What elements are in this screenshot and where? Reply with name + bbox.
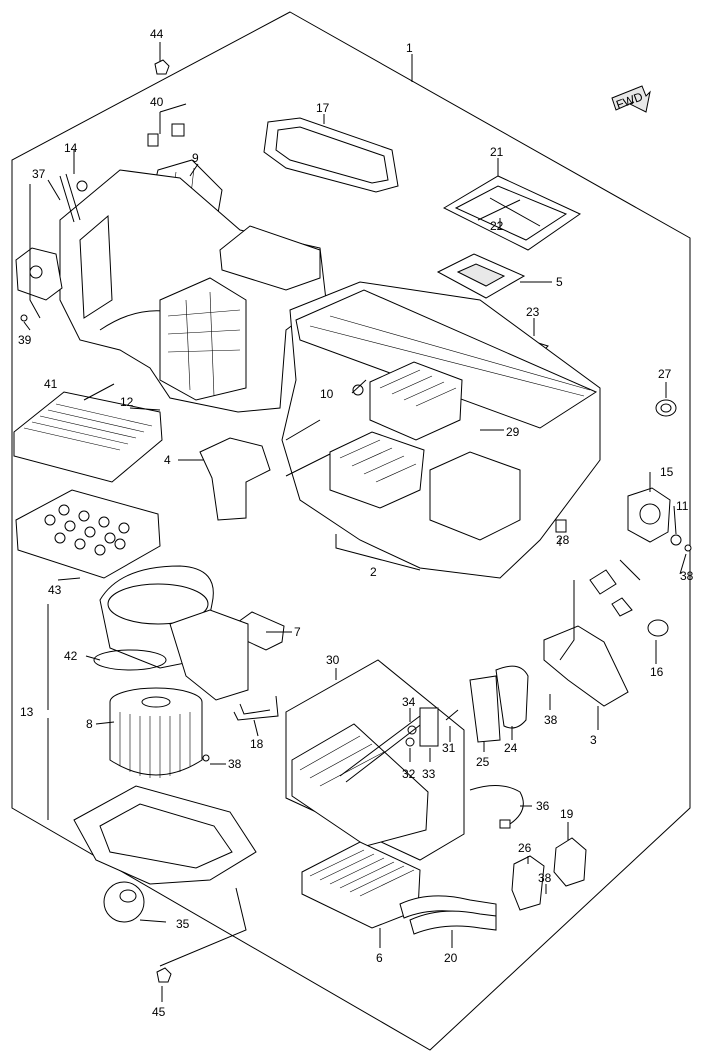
callout-35: 35 [176,917,190,931]
part-26-bracket [511,855,545,911]
part-12-intake-case [59,169,327,413]
part-17-seal-gasket [263,117,399,193]
callout-38-blower: 38 [228,757,242,771]
part-10-clip [352,384,364,396]
callout-38-bracket: 38 [538,871,552,885]
callout-25: 25 [476,755,490,769]
callout-17: 17 [316,101,330,115]
leader-lines [23,42,687,1002]
part-43-filter-tray [15,489,161,579]
callout-41: 41 [44,377,58,391]
callout-1: 1 [406,41,413,55]
part-25-seal [469,675,501,743]
callout-18: 18 [250,737,264,751]
callout-3: 3 [590,733,597,747]
part-21-duct-frame [442,175,582,251]
part-28-clip [555,519,567,533]
part-20-heater-pipes [399,895,497,935]
part-42-seal-ring [93,649,167,671]
callout-10: 10 [320,387,334,401]
assembly-boundary [11,11,691,1051]
part-8-blower-fan [109,687,203,778]
part-30-evaporator-group [285,659,465,861]
callout-42: 42 [64,649,78,663]
callout-19: 19 [560,807,574,821]
callout-31: 31 [442,741,456,755]
part-6-heater-core [301,841,421,929]
part-35-drain [103,881,145,923]
part-38-screw-icon [684,544,692,552]
callout-23: 23 [526,305,540,319]
callout-36: 36 [536,799,550,813]
part-33-expansion-valve [419,707,439,747]
part-27-grommet [655,399,677,417]
callout-4: 4 [164,453,171,467]
callout-40: 40 [150,95,164,109]
part-5-pad [436,253,526,299]
part-39-screw-icon [20,314,28,322]
part-44-nut-icon [154,59,170,75]
callout-44: 44 [150,27,164,41]
callout-45: 45 [152,1005,166,1019]
part-11-clip [670,534,682,546]
callout-30: 30 [326,653,340,667]
part-19-damper [553,837,587,887]
part-36-sensor [469,785,524,829]
callout-38-upper-right: 38 [680,569,694,583]
part-45-nut-icon [156,967,172,983]
part-18-bracket [233,695,279,721]
part-3-side-cover [543,625,629,707]
part-14-link [59,173,88,223]
callout-37: 37 [32,167,46,181]
part-13-blower-housing-upper [99,565,249,701]
callout-9: 9 [192,151,199,165]
callout-11: 11 [676,499,689,513]
part-40-clips [147,123,185,147]
callout-15: 15 [660,465,674,479]
part-15-mode-actuator [627,487,671,543]
callout-8: 8 [86,717,93,731]
callout-34: 34 [402,695,416,709]
callout-38-cover: 38 [544,713,558,727]
callout-24: 24 [504,741,518,755]
callout-2: 2 [370,565,377,579]
part-blower-housing-lower [73,785,257,885]
callout-labels: 1 44 40 17 9 14 37 21 22 5 23 39 27 41 1… [18,27,694,1019]
callout-16: 16 [650,665,664,679]
callout-32: 32 [402,767,416,781]
callout-29: 29 [506,425,520,439]
part-38-screw-blower-icon [202,754,210,762]
callout-33: 33 [422,767,436,781]
part-34-oring [407,725,417,735]
callout-26: 26 [518,841,532,855]
part-31-bolt-icon [445,709,459,721]
callout-5: 5 [556,275,563,289]
callout-21: 21 [490,145,504,159]
part-2-heater-unit [281,281,601,579]
callout-28: 28 [556,533,570,547]
callout-13: 13 [20,705,34,719]
part-37-actuator [15,247,63,301]
front-direction-arrow-icon: FWD [611,85,651,113]
callout-6: 6 [376,951,383,965]
callout-12: 12 [120,395,134,409]
part-4-bracket [199,437,271,521]
callout-22: 22 [490,219,504,233]
part-41-air-filter [13,391,163,483]
part-24-seal [495,665,529,729]
callout-7: 7 [294,625,301,639]
callout-27: 27 [658,367,672,381]
callout-14: 14 [64,141,78,155]
part-32-oring [405,737,415,747]
callout-43: 43 [48,583,62,597]
callout-20: 20 [444,951,458,965]
part-16-actuator-group [589,559,669,637]
callout-39: 39 [18,333,32,347]
